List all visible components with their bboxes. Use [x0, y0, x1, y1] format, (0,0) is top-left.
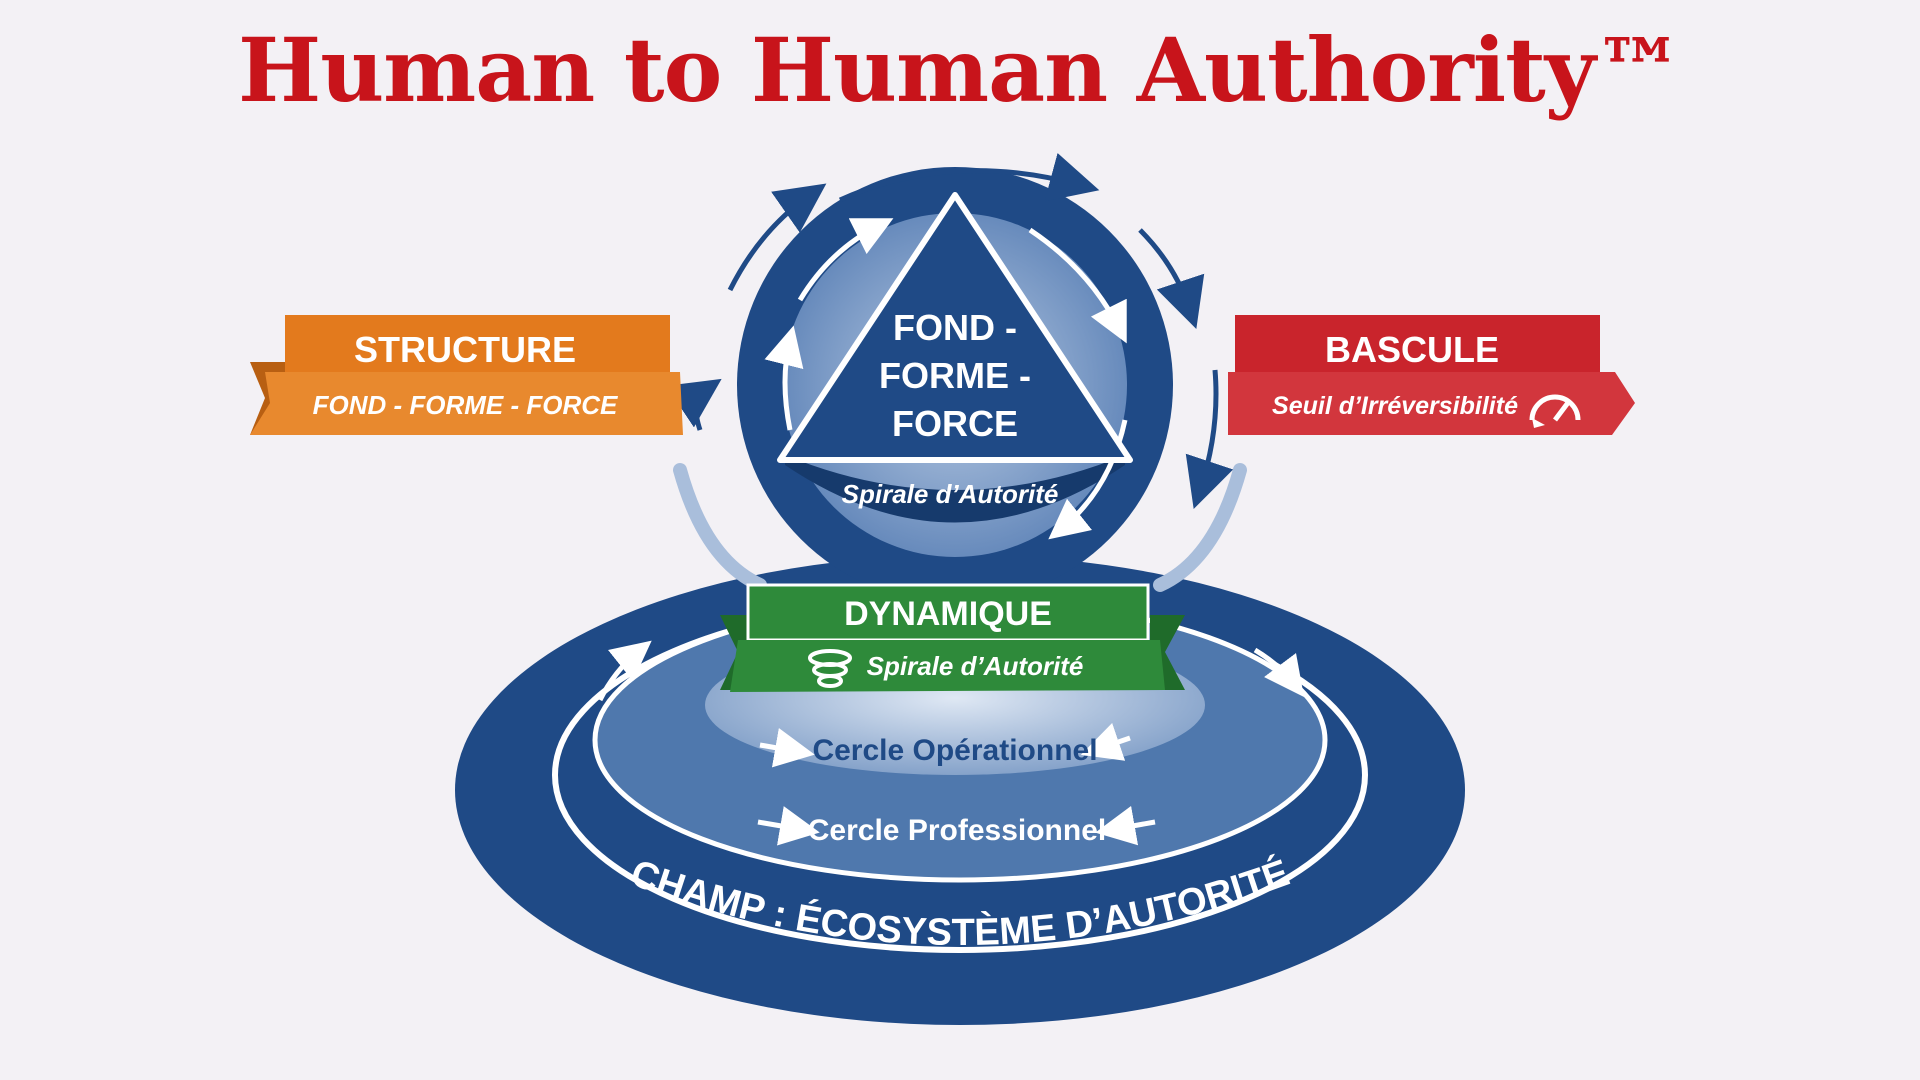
- swoosh-left: [673, 463, 767, 592]
- sphere-arrow-4: [764, 325, 804, 431]
- sphere-arrow-2: [1028, 227, 1127, 344]
- structure-ribbon-top: [285, 315, 670, 375]
- swoosh-right: [1153, 463, 1247, 592]
- structure-ribbon: STRUCTURE FOND - FORME - FORCE: [250, 315, 683, 435]
- triangle-line-3: FORCE: [892, 403, 1018, 444]
- sphere-arrow-1: [797, 218, 894, 302]
- gauge-icon: [1529, 394, 1581, 428]
- dynamique-subtitle: Spirale d’Autorité: [867, 651, 1084, 681]
- fond-forme-force-triangle: [777, 192, 1133, 463]
- bascule-subtitle: Seuil d’Irréversibilité: [1272, 392, 1518, 420]
- dynamique-ribbon: DYNAMIQUE Spirale d’Autorité: [720, 583, 1185, 692]
- cercle-operationnel-label: Cercle Opérationnel: [812, 734, 1097, 767]
- triangle-line-1: FOND -: [893, 307, 1017, 348]
- bascule-ribbon: BASCULE Seuil d’Irréversibilité: [1228, 315, 1635, 435]
- orbit-arrow-top: [838, 153, 1100, 203]
- sphere-spirale-label: Spirale d’Autorité: [842, 479, 1059, 509]
- operationnel-arrow-left: [759, 727, 815, 768]
- dynamique-ribbon-top: [746, 583, 1150, 642]
- bascule-ribbon-top: [1235, 315, 1600, 375]
- ring-arrow-right: [1253, 647, 1305, 697]
- orbit-arrow-left-top: [727, 183, 827, 292]
- bascule-title: BASCULE: [1325, 329, 1499, 370]
- dynamique-title: DYNAMIQUE: [844, 595, 1052, 633]
- structure-ribbon-bottom: [250, 372, 683, 435]
- sphere-band: [785, 455, 1125, 523]
- triangle-line-2: FORME -: [879, 355, 1031, 396]
- page-title: Human to Human Authority™: [238, 18, 1683, 122]
- spiral-icon: [808, 649, 852, 688]
- sphere-arrow-3: [1048, 419, 1128, 540]
- operationnel-arrow-right: [1080, 722, 1131, 761]
- cercle-professionnel-label: Cercle Professionnel: [808, 814, 1106, 847]
- orbit-arrow-left: [666, 378, 722, 431]
- structure-title: STRUCTURE: [354, 329, 576, 370]
- ring-arrow-left: [597, 640, 652, 702]
- structure-subtitle: FOND - FORME - FORCE: [313, 390, 618, 420]
- orbit-arrow-right: [1185, 369, 1234, 509]
- professionnel-arrow-left: [757, 806, 820, 846]
- orbit-arrow-right-top: [1138, 228, 1205, 329]
- professionnel-arrow-right: [1095, 805, 1156, 846]
